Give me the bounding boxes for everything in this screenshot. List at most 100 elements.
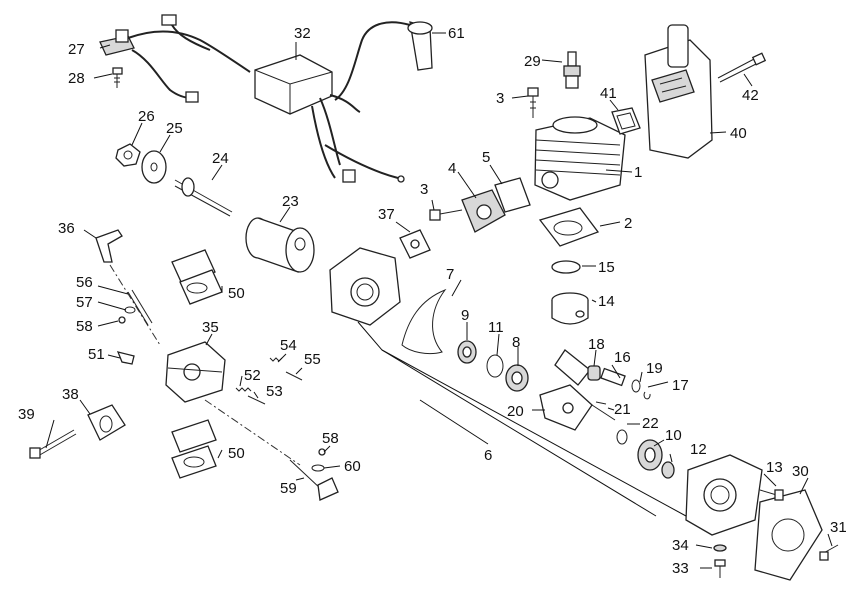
spark-plug-part-29 <box>563 51 581 89</box>
screw-part-31 <box>819 544 839 561</box>
lever-part-51 <box>116 351 135 365</box>
callout-10: 10 <box>665 427 682 444</box>
bearing-part-10 <box>637 439 663 471</box>
oil-seal-part-12 <box>661 461 675 479</box>
screw-part-53 <box>247 395 266 405</box>
callout-2: 2 <box>624 215 632 232</box>
callout-53: 53 <box>266 383 283 400</box>
washer-part-19 <box>631 379 641 393</box>
callout-40: 40 <box>730 125 747 142</box>
callout-13: 13 <box>766 459 783 476</box>
bolt-part-39 <box>29 429 77 459</box>
callout-20: 20 <box>507 403 524 420</box>
callout-15: 15 <box>598 259 615 276</box>
screw-part-58-lower <box>318 448 326 456</box>
callout-16: 16 <box>614 349 631 366</box>
callout-50b: 50 <box>228 445 245 462</box>
callout-12: 12 <box>690 441 707 458</box>
spark-plug-cap-part-61 <box>334 21 433 101</box>
ignition-module-part-32 <box>254 54 405 183</box>
callout-31: 31 <box>830 519 847 536</box>
bolt-part-13 <box>759 489 784 501</box>
clip-part-17 <box>643 391 651 400</box>
callout-24: 24 <box>212 150 229 167</box>
washer-part-57 <box>124 306 136 314</box>
callout-3a: 3 <box>496 90 504 107</box>
callout-3b: 3 <box>420 181 428 198</box>
callout-27: 27 <box>68 41 85 58</box>
callout-57: 57 <box>76 294 93 311</box>
oil-seal-part-9 <box>457 340 477 364</box>
callout-8: 8 <box>512 334 520 351</box>
callout-36: 36 <box>58 220 75 237</box>
adapter-part-38 <box>87 404 126 441</box>
gasket-part-2 <box>538 207 600 247</box>
callout-21: 21 <box>614 401 631 418</box>
cylinder-part-1 <box>534 116 626 201</box>
callout-56: 56 <box>76 274 93 291</box>
screw-part-58-upper <box>118 316 126 324</box>
carburetor-part-35 <box>165 341 226 403</box>
callout-35: 35 <box>202 319 219 336</box>
callout-55: 55 <box>304 351 321 368</box>
insulator-part-37 <box>399 229 431 259</box>
bearing-part-8 <box>505 364 529 392</box>
screw-part-42 <box>717 52 767 83</box>
callout-19: 19 <box>646 360 663 377</box>
callout-58a: 58 <box>76 318 93 335</box>
intake-manifold-part-4 <box>461 189 506 233</box>
seal-plate-part-7 <box>401 288 447 355</box>
callout-22: 22 <box>642 415 659 432</box>
bolt-part-3-upper <box>527 87 539 118</box>
callout-1: 1 <box>634 164 642 181</box>
callout-32: 32 <box>294 25 311 42</box>
diaphragm-kit-part-50-lower <box>171 419 217 479</box>
leader-lines <box>45 32 833 569</box>
washer-part-25 <box>141 150 167 184</box>
callout-5: 5 <box>482 149 490 166</box>
nut-part-26 <box>115 143 141 167</box>
callout-11: 11 <box>488 319 504 336</box>
callout-6: 6 <box>484 447 492 464</box>
callout-30: 30 <box>792 463 809 480</box>
callout-14: 14 <box>598 293 615 310</box>
callout-7: 7 <box>446 266 454 283</box>
callout-60: 60 <box>344 458 361 475</box>
muffler-part-40 <box>644 24 713 159</box>
washer-part-60 <box>311 464 325 472</box>
shaft-part-24 <box>174 177 233 217</box>
assembly-centerline <box>204 399 301 466</box>
callout-50a: 50 <box>228 285 245 302</box>
callout-25: 25 <box>166 120 183 137</box>
piston-ring-part-15 <box>551 260 581 274</box>
spring-part-52 <box>235 387 252 392</box>
needle-bearing-part-18 <box>587 365 601 381</box>
screw-part-28 <box>112 67 123 88</box>
part-illustrations <box>29 14 839 581</box>
callout-61: 61 <box>448 25 465 42</box>
callout-52: 52 <box>244 367 261 384</box>
callout-17: 17 <box>672 377 689 394</box>
callout-42: 42 <box>742 87 759 104</box>
callout-34: 34 <box>672 537 689 554</box>
callout-28: 28 <box>68 70 85 87</box>
crankshaft-part-20 <box>539 349 616 431</box>
woodruff-key-part-21 <box>595 401 607 405</box>
shaft-part-56 <box>109 264 161 346</box>
crankcase-right-half <box>685 454 763 536</box>
callout-54: 54 <box>280 337 297 354</box>
spool-part-23 <box>245 217 315 273</box>
callout-38: 38 <box>62 386 79 403</box>
screw-part-55 <box>285 371 303 381</box>
lever-part-36 <box>95 229 123 263</box>
callout-58b: 58 <box>322 430 339 447</box>
crankcase-left-half <box>329 247 401 326</box>
bolt-part-33 <box>714 559 726 578</box>
washer-part-34 <box>713 544 727 552</box>
callout-29: 29 <box>524 53 541 70</box>
crankcase-assembly-bracket-lower <box>381 349 687 517</box>
callout-33: 33 <box>672 560 689 577</box>
bolt-part-3-lower <box>429 209 463 221</box>
callout-26: 26 <box>138 108 155 125</box>
